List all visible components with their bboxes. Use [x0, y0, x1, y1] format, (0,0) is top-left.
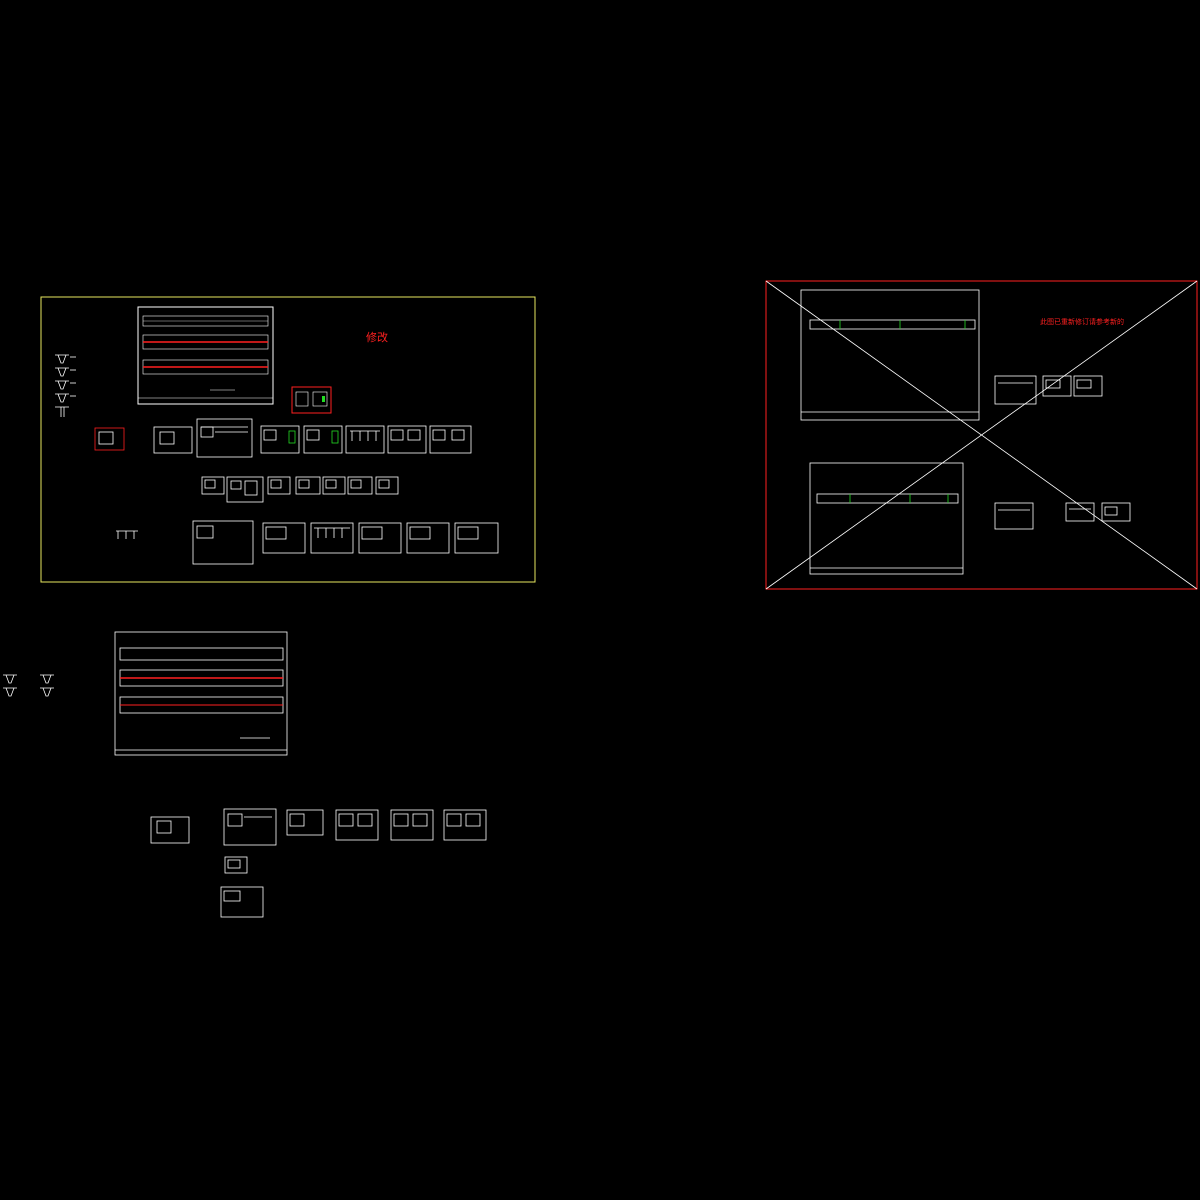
detail-sheet[interactable]	[1101, 502, 1131, 522]
detail-sheet[interactable]	[358, 522, 402, 554]
elevation-sheet-lower[interactable]	[114, 631, 288, 756]
left-panel-frame	[40, 296, 536, 583]
detail-sheet[interactable]	[260, 425, 300, 454]
detail-sheet[interactable]	[429, 425, 472, 454]
revision-note: 修改	[366, 330, 388, 344]
detail-sheet[interactable]	[286, 809, 324, 836]
sheet-row-3	[116, 520, 499, 565]
detail-sheet[interactable]	[295, 476, 321, 495]
detail-sheet[interactable]	[1042, 375, 1072, 397]
detail-sheet[interactable]	[454, 522, 499, 554]
right-panel-frame	[765, 280, 1198, 590]
detail-sheet[interactable]	[150, 816, 190, 844]
detail-sheet[interactable]	[303, 425, 343, 454]
section-symbols-lower	[3, 674, 54, 697]
detail-sheet[interactable]	[201, 476, 225, 495]
right-sheet-group: 此图已重新修订请参考新的	[765, 280, 1198, 590]
obsolete-elevation-sheet-top[interactable]	[800, 289, 980, 421]
detail-sheet[interactable]	[1065, 502, 1095, 522]
detail-sheet[interactable]	[406, 522, 450, 554]
detail-sheet[interactable]	[1073, 375, 1103, 397]
detail-sheet[interactable]	[262, 522, 306, 554]
detail-sheet[interactable]	[94, 427, 125, 451]
main-elevation-sheet[interactable]	[137, 306, 274, 405]
obsolete-elevation-sheet-bottom[interactable]	[809, 462, 964, 575]
left-sheet-group: 修改	[40, 296, 536, 583]
detail-sheet[interactable]	[335, 809, 379, 841]
section-symbols-left	[55, 354, 76, 417]
sheet-row-1	[94, 418, 472, 458]
detail-sheet[interactable]	[226, 476, 264, 503]
detail-sheet[interactable]	[345, 425, 385, 454]
detail-sheet[interactable]	[322, 476, 346, 495]
obsolete-small-sheets	[994, 375, 1131, 530]
detail-sheet[interactable]	[994, 502, 1034, 530]
detail-sheet[interactable]	[443, 809, 487, 841]
revised-detail-sheet[interactable]	[291, 386, 332, 414]
detail-sheet[interactable]	[994, 375, 1037, 405]
detail-sheet[interactable]	[310, 522, 354, 554]
detail-sheet[interactable]	[347, 476, 373, 495]
detail-sheet[interactable]	[223, 808, 277, 846]
obsolete-note: 此图已重新修订请参考新的	[1040, 317, 1124, 326]
detail-sheet[interactable]	[196, 418, 253, 458]
detail-sheet[interactable]	[387, 425, 427, 454]
detail-sheet[interactable]	[220, 886, 264, 918]
sheet-row-2	[201, 476, 399, 503]
detail-sheet[interactable]	[375, 476, 399, 495]
detail-sheet[interactable]	[224, 856, 248, 874]
detail-sheet[interactable]	[153, 426, 193, 454]
detail-sheet[interactable]	[267, 476, 291, 495]
detail-sheet[interactable]	[390, 809, 434, 841]
section-label-left	[116, 530, 138, 539]
lower-left-group	[3, 631, 487, 918]
lower-detail-sheets	[150, 808, 487, 918]
detail-sheet[interactable]	[192, 520, 254, 565]
